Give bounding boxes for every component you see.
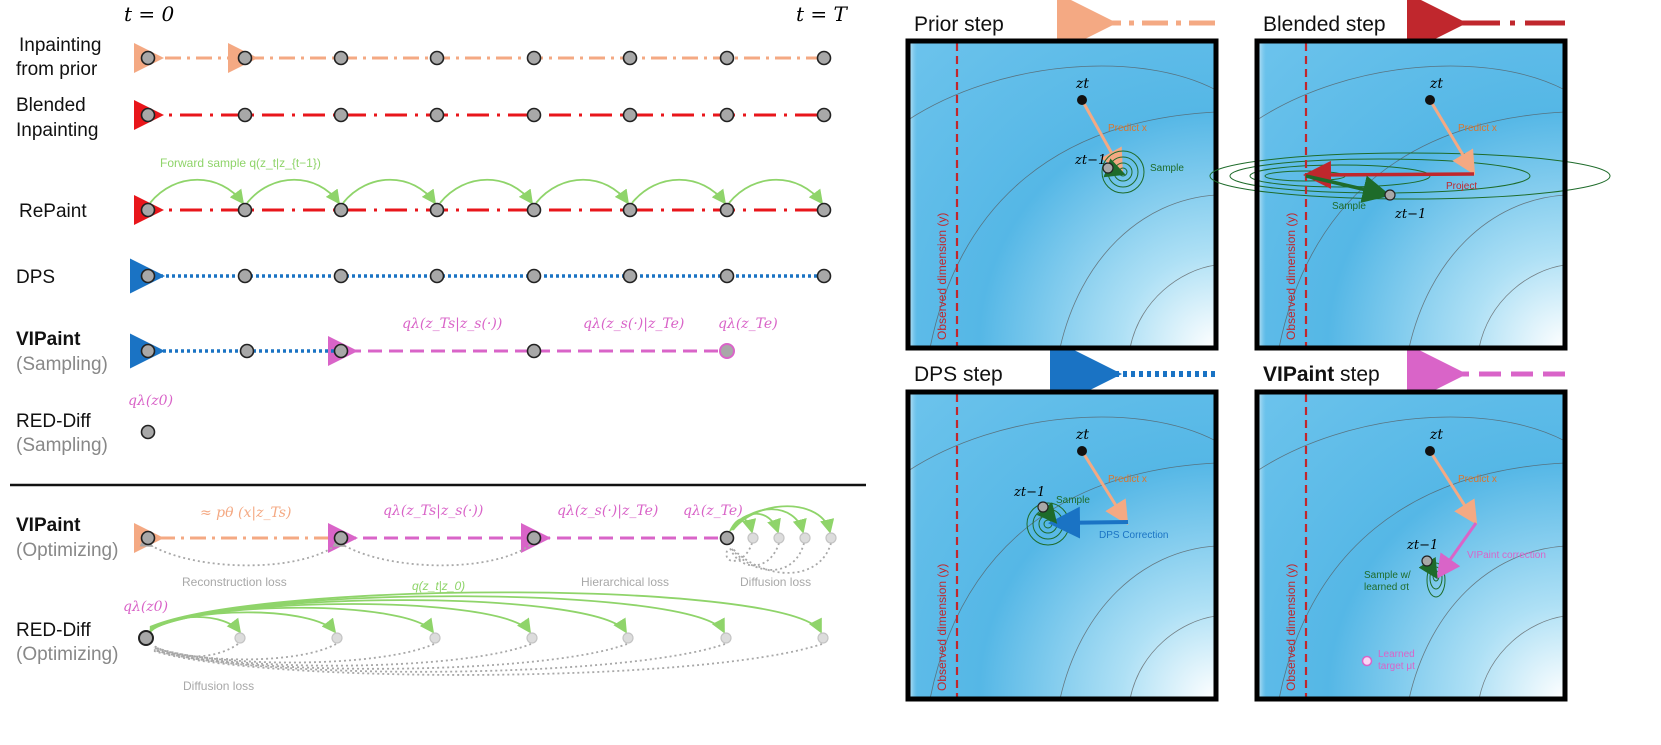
method-comparison-diagram: t = 0 t = T Inpainting from prior Blende… xyxy=(10,2,866,693)
zt-label-prior: zt xyxy=(1075,76,1089,92)
target-label2-vipaint: target μt xyxy=(1378,661,1415,672)
zt1-label-prior: zt−1 xyxy=(1074,153,1106,168)
row-reddiff-sampling: qλ(z0) xyxy=(128,393,173,440)
time-start-label: t = 0 xyxy=(124,2,175,26)
correction-label-vipaint: VIPaint correction xyxy=(1467,550,1546,561)
zt-label-blended: zt xyxy=(1429,76,1443,92)
method-label-reddiff-opt: RED-Diff xyxy=(16,620,91,641)
axis-label-prior: Observed dimension (y) xyxy=(935,213,949,340)
panel-dps: Observed dimension (y) zt zt−1 Predict x… xyxy=(905,389,1219,702)
label-q-zts-zs-opt: qλ(z_Ts|z_s(·)) xyxy=(383,503,483,519)
sample-label-dps: Sample xyxy=(1056,495,1090,506)
zt1-label-blended: zt−1 xyxy=(1394,207,1426,222)
project-label-blended: Project xyxy=(1446,181,1477,192)
row-vipaint-sampling: qλ(z_Ts|z_s(·)) qλ(z_s(·)|z_Te) qλ(z_Te) xyxy=(130,316,778,369)
method-sublabel-blended: Inpainting xyxy=(16,120,98,141)
predict-label-blended: Predict x xyxy=(1458,123,1497,134)
row-dps xyxy=(130,258,832,294)
sample-label2-vipaint: learned σt xyxy=(1364,582,1409,593)
sample-label-blended: Sample xyxy=(1332,201,1366,212)
time-end-label: t = T xyxy=(796,2,849,26)
predict-label-vipaint: Predict x xyxy=(1458,474,1497,485)
zt-label-vipaint: zt xyxy=(1429,427,1443,443)
label-q-zte-opt: qλ(z_Te) xyxy=(683,503,743,519)
axis-label-dps: Observed dimension (y) xyxy=(935,564,949,691)
label-q-z0-sampling: qλ(z0) xyxy=(128,393,173,409)
row-repaint: Forward sample q(z_t|z_{t−1}) xyxy=(134,156,832,225)
sample-label-prior: Sample xyxy=(1150,163,1184,174)
target-label1-vipaint: Learned xyxy=(1378,649,1415,660)
hierarchical-loss-label: Hierarchical loss xyxy=(581,575,669,589)
forward-sample-label: Forward sample q(z_t|z_{t−1}) xyxy=(160,156,321,170)
label-q-zs-zte-opt: qλ(z_s(·)|z_Te) xyxy=(557,503,658,519)
predict-label-dps: Predict x xyxy=(1108,474,1147,485)
method-label-vipaint-opt: VIPaint xyxy=(16,515,81,536)
method-sublabel-reddiff-sampling: (Sampling) xyxy=(16,435,108,456)
predict-label-prior: Predict x xyxy=(1108,123,1147,134)
method-label-blended: Blended xyxy=(16,95,86,116)
method-label-vipaint-sampling: VIPaint xyxy=(16,329,81,350)
label-q-zts-zs: qλ(z_Ts|z_s(·)) xyxy=(402,316,502,332)
row-vipaint-opt: ≈ pθ (x|z_Ts) qλ(z_Ts|z_s(·)) qλ(z_s(·)|… xyxy=(134,503,837,593)
panel-title-prior: Prior step xyxy=(914,13,1004,36)
panel-vipaint: Observed dimension (y) zt zt−1 Predict x… xyxy=(1254,389,1568,702)
label-q-zte: qλ(z_Te) xyxy=(718,316,778,332)
row-inpainting-prior xyxy=(134,43,832,73)
method-label-repaint: RePaint xyxy=(19,201,87,222)
zt-label-dps: zt xyxy=(1075,427,1089,443)
method-label-reddiff-sampling: RED-Diff xyxy=(16,411,91,432)
method-sublabel-vipaint-opt: (Optimizing) xyxy=(16,540,118,561)
label-q-zs-zte: qλ(z_s(·)|z_Te) xyxy=(583,316,684,332)
method-sublabel-inpainting-prior: from prior xyxy=(16,59,98,80)
zt1-label-vipaint: zt−1 xyxy=(1406,538,1438,553)
zt1-label-dps: zt−1 xyxy=(1013,485,1045,500)
method-label-inpainting-prior: Inpainting xyxy=(19,35,101,56)
panel-blended: Observed dimension (y) zt zt−1 Predict x… xyxy=(1209,38,1611,351)
label-q-z0-opt: qλ(z0) xyxy=(123,599,168,615)
method-sublabel-vipaint-sampling: (Sampling) xyxy=(16,354,108,375)
correction-label-dps: DPS Correction xyxy=(1099,530,1168,541)
row-reddiff-opt: qλ(z0) Diffusion loss xyxy=(123,591,829,693)
method-sublabel-reddiff-opt: (Optimizing) xyxy=(16,644,118,665)
diffusion-loss-label-vipaint: Diffusion loss xyxy=(740,575,811,589)
label-q-zt-z0: q(z_t|z_0) xyxy=(412,579,465,593)
sample-label1-vipaint: Sample w/ xyxy=(1364,570,1411,581)
panel-title-dps: DPS step xyxy=(914,363,1003,386)
reconstruction-loss-label: Reconstruction loss xyxy=(182,575,287,589)
method-label-dps: DPS xyxy=(16,267,55,288)
row-blended xyxy=(134,100,832,130)
panel-title-vipaint: VIPaint step xyxy=(1263,363,1380,386)
label-p-theta: ≈ pθ (x|z_Ts) xyxy=(200,505,291,521)
diffusion-loss-label-reddiff: Diffusion loss xyxy=(183,679,254,693)
axis-label-blended: Observed dimension (y) xyxy=(1284,213,1298,340)
axis-label-vipaint: Observed dimension (y) xyxy=(1284,564,1298,691)
panel-prior: Observed dimension (y) zt zt−1 Predict x… xyxy=(905,38,1219,351)
panel-title-blended: Blended step xyxy=(1263,13,1386,36)
